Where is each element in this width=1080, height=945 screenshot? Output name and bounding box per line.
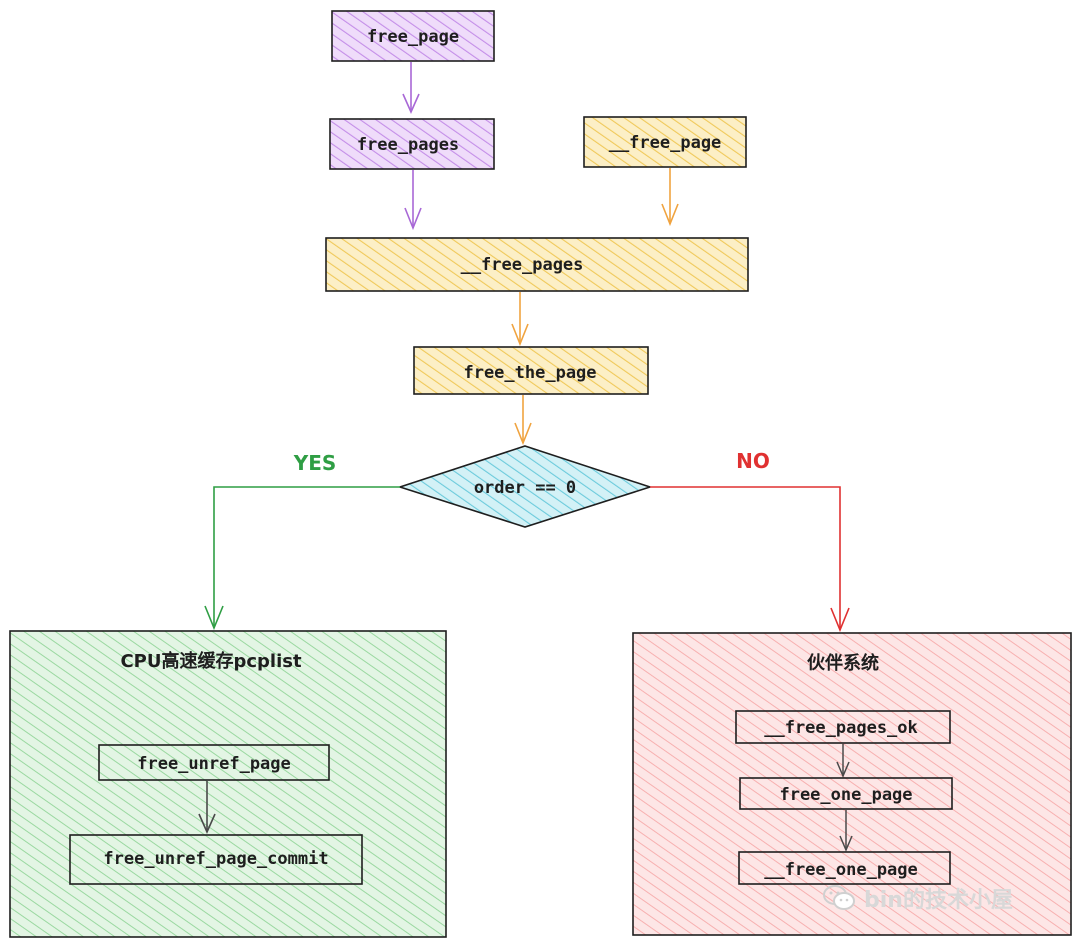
arrow-dunder-free-page-to-dunder-free-pages xyxy=(661,168,679,227)
node-free-one-page-label: free_one_page xyxy=(779,785,912,805)
decision-order-eq-zero: order == 0 xyxy=(397,445,653,528)
node-free-the-page-label: free_the_page xyxy=(463,363,596,383)
node-free-unref-page-commit-label: free_unref_page_commit xyxy=(103,849,328,869)
node-dunder-free-pages: __free_pages xyxy=(325,237,749,292)
wechat-icon xyxy=(823,885,855,910)
arrow-free-the-page-to-decision xyxy=(514,395,532,446)
node-free-one-page: free_one_page xyxy=(739,777,953,810)
arrow-pages-ok-to-one-page xyxy=(836,744,850,778)
node-dunder-free-page: __free_page xyxy=(583,116,747,168)
node-free-the-page: free_the_page xyxy=(413,346,649,395)
arrow-unref-to-commit xyxy=(198,781,216,834)
group-buddy-system: 伙伴系统 __free_pages_ok free_one_page __fre… xyxy=(632,632,1072,936)
arrow-one-page-to-dunder-one-page xyxy=(839,810,853,852)
branch-yes-label: YES xyxy=(293,451,337,475)
branch-no-label: NO xyxy=(736,449,770,473)
node-free-pages: free_pages xyxy=(329,118,495,170)
arrow-free-page-to-free-pages xyxy=(402,62,420,114)
node-free-page-label: free_page xyxy=(367,27,459,47)
arrow-no-branch xyxy=(650,486,850,633)
watermark-text: bin的技术小屋 xyxy=(864,888,1013,913)
arrow-free-pages-to-dunder-free-pages xyxy=(404,170,422,231)
group-pcplist: CPU高速缓存pcplist free_unref_page free_unre… xyxy=(9,630,447,938)
node-free-unref-page: free_unref_page xyxy=(98,744,330,781)
node-free-pages-label: free_pages xyxy=(357,135,459,155)
group-pcplist-title: CPU高速缓存pcplist xyxy=(120,650,302,672)
node-free-unref-page-label: free_unref_page xyxy=(137,754,291,774)
node-dunder-free-pages-label: __free_pages xyxy=(461,255,584,275)
watermark: bin的技术小屋 xyxy=(822,878,1062,918)
node-dunder-free-pages-ok-label: __free_pages_ok xyxy=(764,718,918,738)
arrow-yes-branch xyxy=(204,486,400,631)
node-dunder-free-one-page: __free_one_page xyxy=(738,851,951,885)
node-dunder-free-one-page-label: __free_one_page xyxy=(764,860,918,880)
decision-label: order == 0 xyxy=(474,478,576,498)
node-dunder-free-page-label: __free_page xyxy=(609,133,722,153)
node-free-unref-page-commit: free_unref_page_commit xyxy=(69,834,363,885)
group-buddy-title: 伙伴系统 xyxy=(807,652,879,674)
node-dunder-free-pages-ok: __free_pages_ok xyxy=(735,710,951,744)
arrow-dunder-free-pages-to-free-the-page xyxy=(511,292,529,347)
node-free-page: free_page xyxy=(331,10,495,62)
